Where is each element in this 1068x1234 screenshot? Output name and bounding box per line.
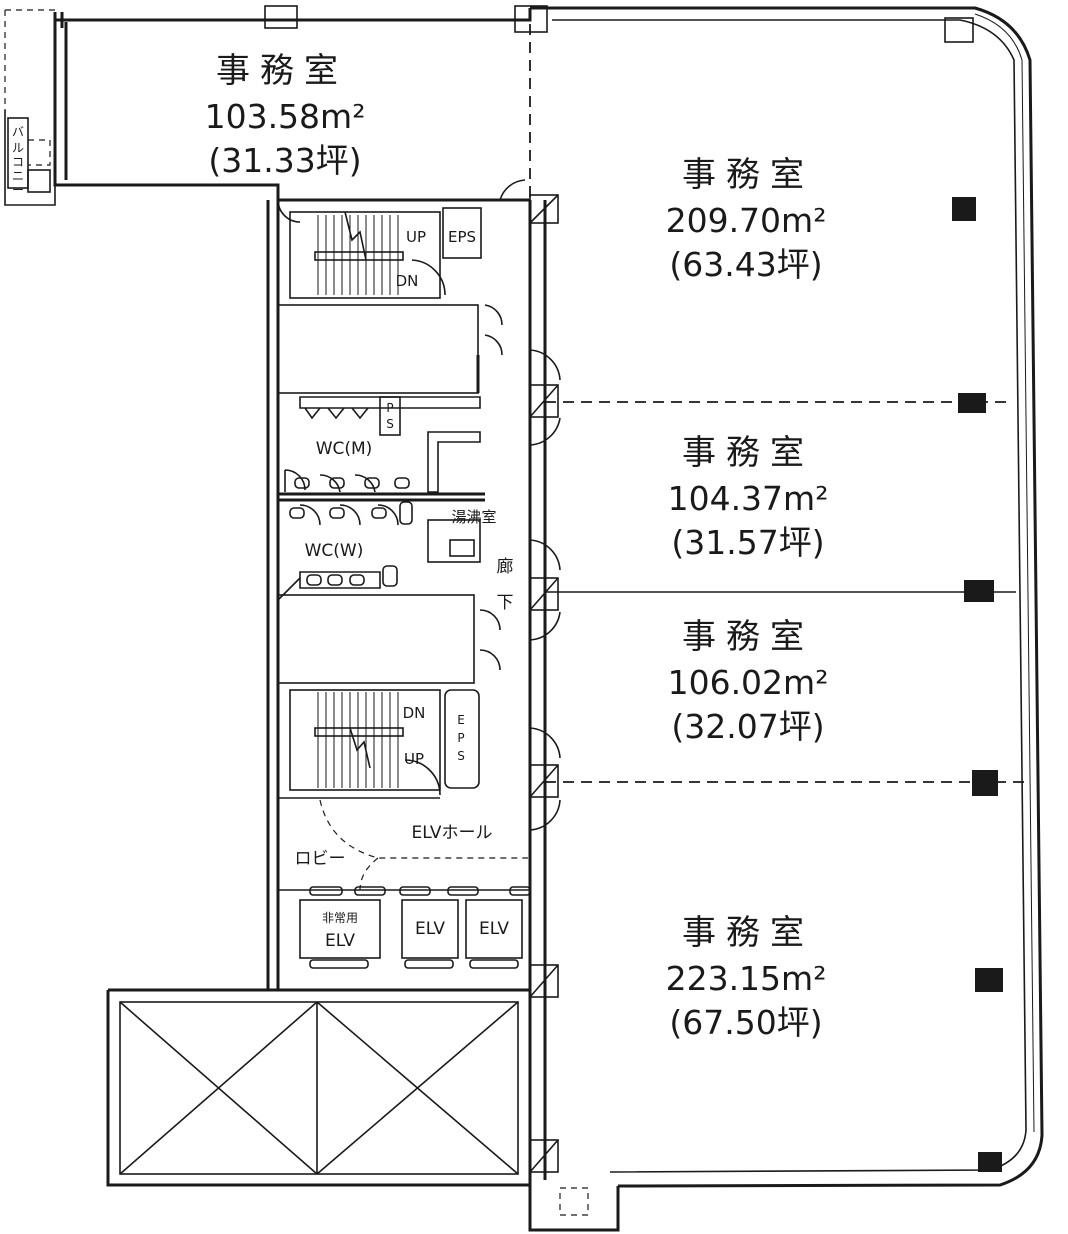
- corridor-char-1: 廊: [497, 557, 514, 577]
- balcony-char-5: ー: [12, 183, 24, 197]
- ps-char-1: P: [386, 401, 393, 415]
- wc-women-label: WC(W): [305, 541, 364, 561]
- stair-north-dn: DN: [396, 272, 419, 290]
- core-labels: バ ル コ ニ ー UP DN EPS P S WC(M) 湯沸室 WC(W) …: [12, 125, 514, 951]
- office-3-area: 106.02m²: [668, 663, 829, 702]
- columns: [264, 5, 1003, 1172]
- office-4-label: 事務室 223.15m² (67.50坪): [666, 913, 827, 1042]
- eps-south-char-2: P: [457, 731, 464, 745]
- office-3-tsubo: (32.07坪): [671, 707, 824, 746]
- lobby-label: ロビー: [295, 849, 346, 869]
- corridor-char-2: 下: [497, 593, 514, 613]
- office-nw-name: 事務室: [216, 51, 348, 91]
- wc-men-label: WC(M): [316, 439, 373, 459]
- office-1-name: 事務室: [682, 155, 814, 195]
- outer-walls: [4, 6, 1044, 1232]
- office-4-tsubo: (67.50坪): [669, 1003, 822, 1042]
- eps-south-char-3: S: [457, 749, 465, 763]
- office-nw-area: 103.58m²: [205, 97, 366, 136]
- office-3-label: 事務室 106.02m² (32.07坪): [668, 617, 829, 746]
- office-3-name: 事務室: [682, 617, 814, 657]
- office-4-name: 事務室: [682, 913, 814, 953]
- elv-emergency: ELV: [325, 931, 355, 951]
- elv-hall-label: ELVホール: [412, 823, 493, 843]
- stair-south-dn: DN: [403, 704, 426, 722]
- office-2-name: 事務室: [682, 433, 814, 473]
- core: [277, 179, 531, 969]
- office-1-tsubo: (63.43坪): [669, 245, 822, 284]
- balcony-char-2: ル: [12, 141, 24, 155]
- office-2-area: 104.37m²: [668, 479, 829, 518]
- emergency-elv-label: 非常用: [322, 911, 358, 925]
- office-4-area: 223.15m²: [666, 959, 827, 998]
- stair-north-up: UP: [406, 228, 426, 246]
- office-1-label: 事務室 209.70m² (63.43坪): [666, 155, 827, 284]
- stair-south-up: UP: [404, 750, 424, 768]
- office-partitions: [529, 194, 1024, 1173]
- elv-1: ELV: [415, 919, 445, 939]
- office-2-tsubo: (31.57坪): [671, 523, 824, 562]
- office-1-area: 209.70m²: [666, 201, 827, 240]
- balcony-char-4: ニ: [12, 169, 24, 183]
- office-nw-tsubo: (31.33坪): [208, 141, 361, 180]
- balcony-char-1: バ: [12, 125, 24, 139]
- office-nw-label: 事務室 103.58m² (31.33坪): [205, 51, 366, 180]
- eps-south-char-1: E: [457, 713, 465, 727]
- eps-north: EPS: [448, 228, 476, 246]
- office-2-label: 事務室 104.37m² (31.57坪): [668, 433, 829, 562]
- balcony-char-3: コ: [12, 155, 24, 169]
- elv-2: ELV: [479, 919, 509, 939]
- kitchenette-label: 湯沸室: [451, 508, 496, 526]
- ps-char-2: S: [386, 417, 394, 431]
